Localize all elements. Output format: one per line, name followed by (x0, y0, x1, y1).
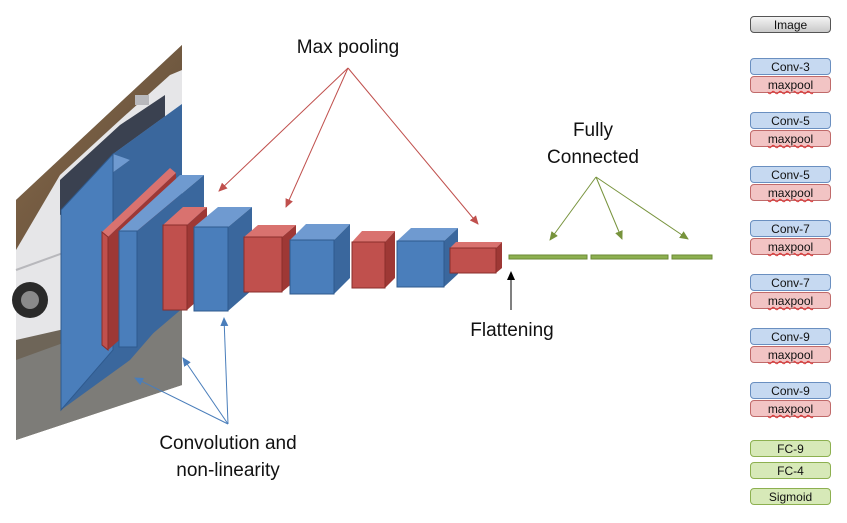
legend-item-label: Conv-5 (771, 114, 810, 128)
layer-stack (60, 104, 502, 412)
conv-layer-5 (396, 228, 458, 288)
legend-item-label: FC-9 (777, 442, 804, 456)
fully-connected-arrows (549, 176, 689, 241)
legend-item-label: maxpool (767, 402, 814, 416)
legend-item-maxpool: maxpool (750, 76, 831, 93)
legend-item-maxpool: maxpool (750, 346, 831, 363)
legend-item-label: Image (773, 18, 808, 32)
legend-item-label: Conv-7 (771, 222, 810, 236)
legend-item-maxpool: maxpool (750, 130, 831, 147)
legend-item-conv-3: Conv-3 (750, 58, 831, 75)
convolution-line-2: non-linearity (176, 460, 280, 481)
conv-layer-4 (289, 224, 350, 295)
fc-bar-2 (590, 254, 669, 260)
legend-item-label: Conv-9 (771, 330, 810, 344)
legend-item-label: maxpool (767, 78, 814, 92)
conv-layer-1 (60, 104, 182, 412)
legend-item-label: Conv-5 (771, 168, 810, 182)
legend-item-fc-9: FC-9 (750, 440, 831, 457)
conv-layer-3 (193, 207, 252, 312)
convolution-line-1: Convolution and (159, 433, 297, 454)
legend-item-maxpool: maxpool (750, 184, 831, 201)
legend-item-label: FC-4 (777, 464, 804, 478)
fully-connected-label: Fully Connected (530, 117, 656, 171)
fully-connected-line-2: Connected (547, 147, 639, 168)
fully-connected-layers (508, 254, 713, 260)
legend-item-label: Conv-3 (771, 60, 810, 74)
legend-item-conv-7: Conv-7 (750, 220, 831, 237)
legend-item-sigmoid: Sigmoid (750, 488, 831, 505)
legend-item-conv-9: Conv-9 (750, 328, 831, 345)
legend-item-conv-5: Conv-5 (750, 166, 831, 183)
legend-item-fc-4: FC-4 (750, 462, 831, 479)
legend-item-label: Sigmoid (768, 490, 813, 504)
pool-layer-3 (243, 225, 296, 293)
convolution-arrows (134, 317, 229, 425)
legend-item-label: maxpool (767, 294, 814, 308)
legend-item-maxpool: maxpool (750, 238, 831, 255)
pool-layer-5 (449, 242, 502, 274)
fc-bar-3 (671, 254, 713, 260)
legend-item-label: Conv-9 (771, 384, 810, 398)
legend-item-conv-9: Conv-9 (750, 382, 831, 399)
max-pooling-label: Max pooling (296, 37, 400, 58)
convolution-label: Convolution and non-linearity (136, 430, 320, 484)
legend-item-image: Image (750, 16, 831, 33)
legend-item-maxpool: maxpool (750, 400, 831, 417)
fc-bar-1 (508, 254, 588, 260)
legend-item-conv-5: Conv-5 (750, 112, 831, 129)
legend-item-label: Conv-7 (771, 276, 810, 290)
pool-layer-4 (351, 231, 395, 289)
flattening-label: Flattening (470, 320, 554, 341)
max-pooling-arrows (218, 67, 479, 225)
fully-connected-line-1: Fully (572, 120, 614, 141)
legend-item-label: maxpool (767, 348, 814, 362)
legend-item-conv-7: Conv-7 (750, 274, 831, 291)
legend-item-maxpool: maxpool (750, 292, 831, 309)
legend-item-label: maxpool (767, 240, 814, 254)
legend-item-label: maxpool (767, 186, 814, 200)
legend-item-label: maxpool (767, 132, 814, 146)
